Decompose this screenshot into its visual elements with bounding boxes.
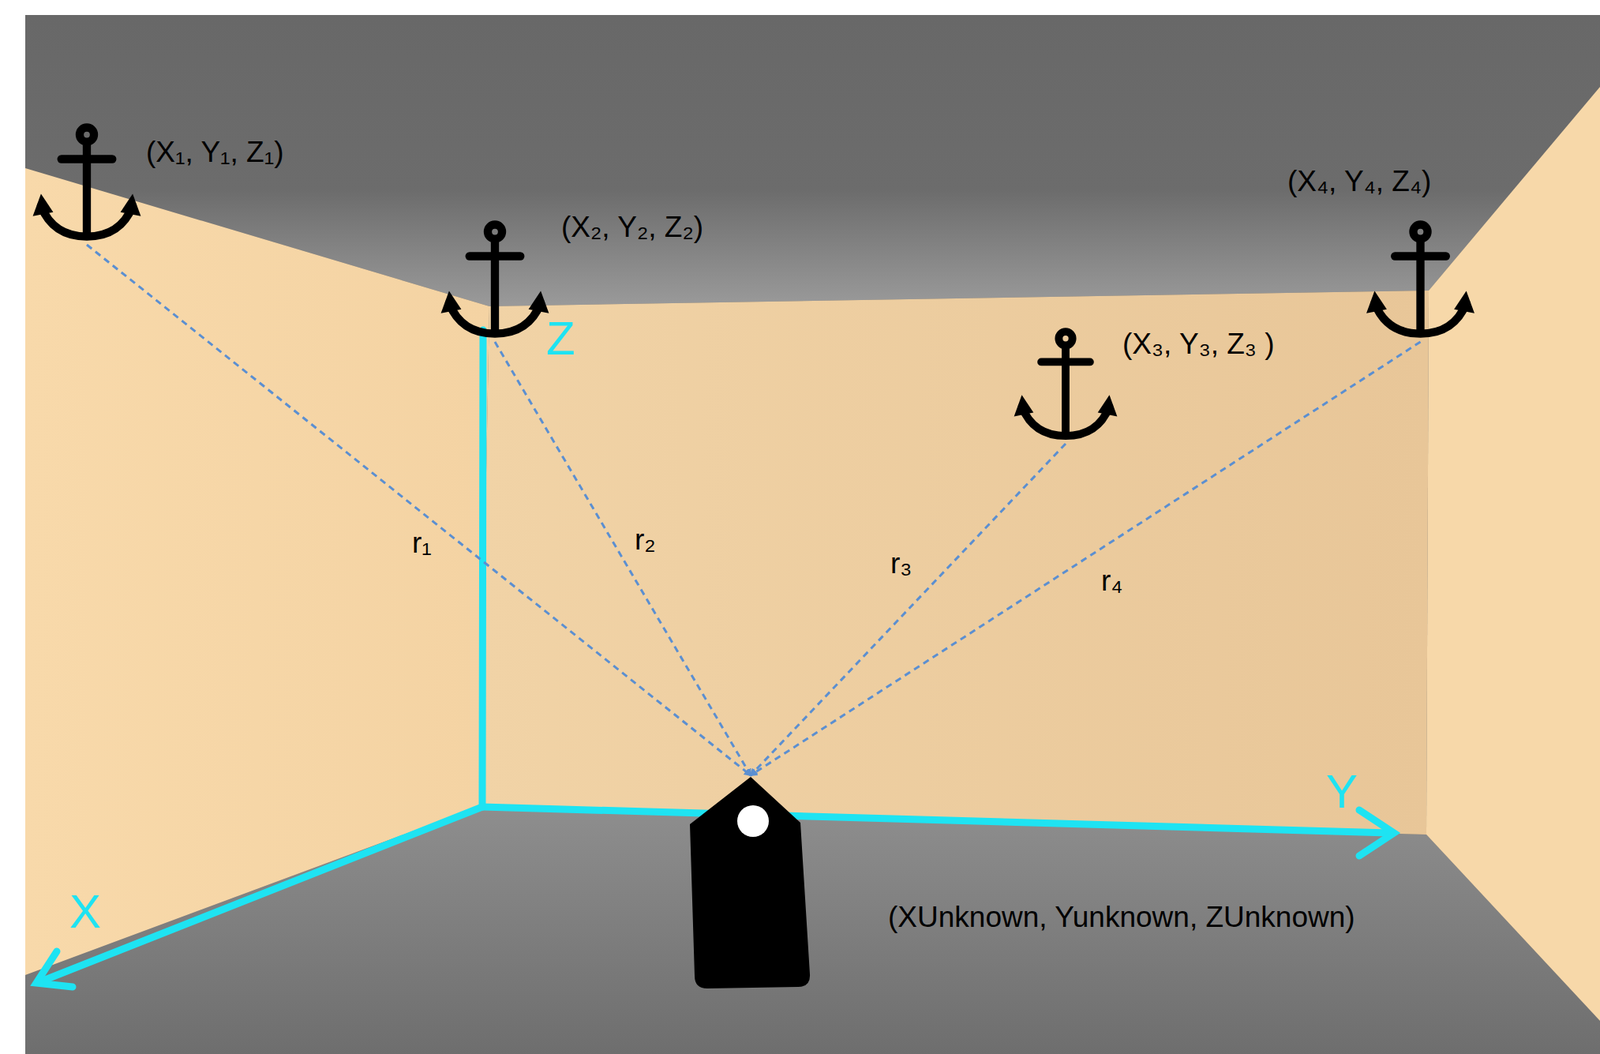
back-wall: [479, 290, 1429, 835]
y-axis: [482, 806, 1390, 833]
coordinate-label: (X₁, Y₁, Z₁): [146, 136, 285, 169]
z-axis: [482, 329, 484, 807]
x-arrowhead: [36, 951, 73, 987]
coordinate-label: (X₃, Y₃, Z₃ ): [1122, 328, 1275, 361]
anchor-icon: [1363, 219, 1477, 342]
range-label: r₃: [890, 547, 912, 581]
axis-label: X: [69, 885, 102, 938]
anchor-icon: [30, 122, 143, 245]
anchor-node: (X₁, Y₁, Z₁): [30, 122, 143, 245]
frame: [25, 14, 1600, 1054]
range-line: [86, 244, 751, 776]
coordinate-label: (X₄, Y₄, Z₄): [1287, 165, 1432, 199]
anchor-node: (X₃, Y₃, Z₃ ): [1010, 326, 1121, 444]
anchor-icon: [1010, 326, 1121, 444]
range-label: r₄: [1101, 565, 1123, 598]
tag-node: (XUnknown, Yunknown, ZUnknown): [683, 775, 818, 990]
range-label: r₂: [634, 524, 656, 557]
left-wall: [25, 168, 490, 975]
range-line: [750, 443, 1066, 776]
y-arrowhead: [1359, 809, 1394, 856]
anchor-node: (X₂, Y₂, Z₂): [438, 219, 551, 342]
x-axis: [41, 806, 483, 982]
tag-icon: [683, 775, 818, 990]
right-wall: [1426, 86, 1600, 1021]
axis-label: Z: [546, 312, 576, 365]
range-label: r₁: [412, 527, 432, 560]
range-line: [750, 341, 1421, 776]
anchor-icon: [438, 219, 551, 342]
range-line: [494, 341, 751, 776]
coordinate-label: (X₂, Y₂, Z₂): [561, 211, 704, 244]
anchor-node: (X₄, Y₄, Z₄): [1363, 219, 1477, 342]
axis-label: Y: [1326, 765, 1358, 818]
coordinate-label: (XUnknown, Yunknown, ZUnknown): [888, 901, 1356, 934]
